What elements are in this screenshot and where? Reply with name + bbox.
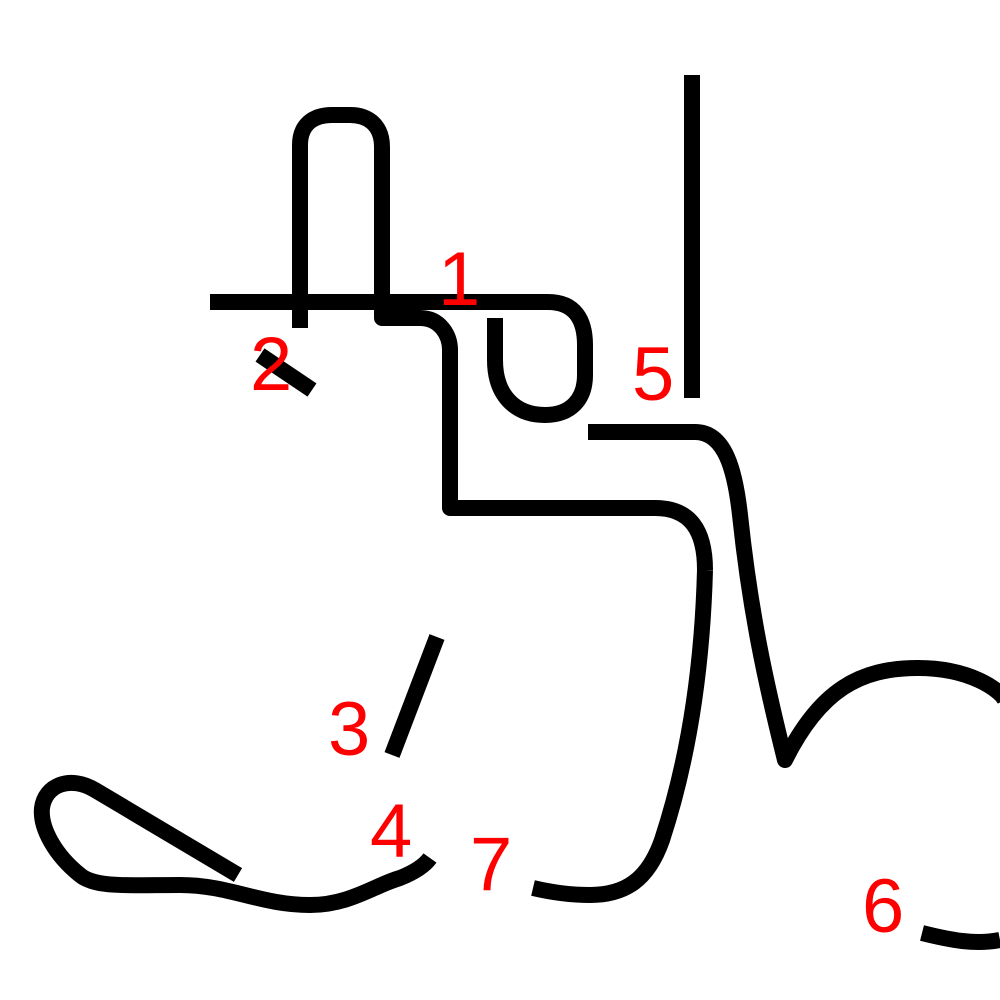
curves <box>33 75 1000 950</box>
label-3: 3 <box>328 687 370 772</box>
label-6: 6 <box>862 864 904 949</box>
curve-2 <box>255 348 317 397</box>
curve-3 <box>384 634 445 758</box>
label-2: 2 <box>250 322 292 407</box>
curve-6-tail <box>920 925 1000 950</box>
curve-7 <box>531 569 713 903</box>
label-5: 5 <box>632 332 674 417</box>
label-1: 1 <box>438 237 480 322</box>
curve-1 <box>210 294 593 423</box>
labels: 1 2 3 4 5 6 7 <box>250 237 904 949</box>
curve-6 <box>588 424 1000 768</box>
label-4: 4 <box>370 789 412 874</box>
label-7: 7 <box>470 822 512 907</box>
curve-4 <box>33 774 437 913</box>
curve-1-arch <box>292 107 713 571</box>
